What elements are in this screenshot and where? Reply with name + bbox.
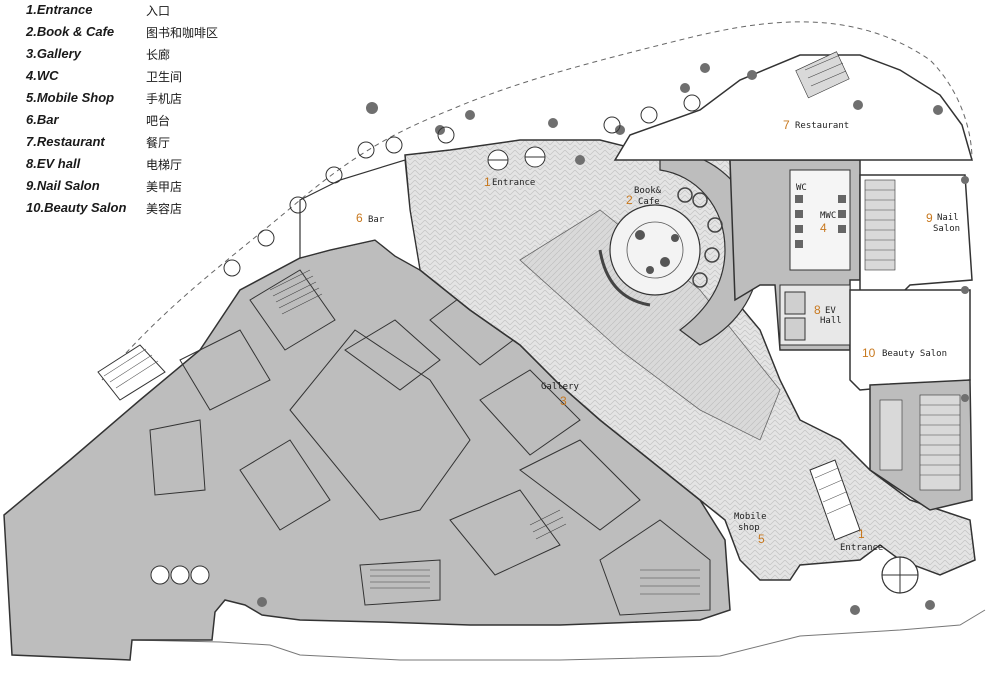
plan-label-book-cafe: Book& 2 Cafe — [626, 186, 662, 207]
svg-text:Mobile: Mobile — [734, 512, 767, 522]
svg-text:3: 3 — [560, 394, 567, 408]
gallery-band — [519, 209, 781, 441]
legend-item-bar: 6.Bar 吧台 — [26, 112, 236, 134]
svg-text:6: 6 — [356, 211, 363, 225]
legend-item-book-cafe: 2.Book & Cafe 图书和咖啡区 — [26, 24, 236, 46]
plan-label-ev-hall: 8 EV Hall — [814, 303, 842, 326]
legend-item-restaurant: 7.Restaurant 餐厅 — [26, 134, 236, 156]
stair-block-lines — [879, 394, 961, 491]
elevator-1 — [784, 291, 806, 315]
plan-label-entrance-top: 1 Entrance — [484, 175, 535, 189]
svg-text:Cafe: Cafe — [638, 197, 660, 207]
legend-label-zh: 美容店 — [146, 202, 183, 216]
svg-text:5: 5 — [758, 532, 765, 546]
legend-label-en: 2.Book & Cafe — [26, 24, 115, 39]
svg-text:WC: WC — [796, 183, 807, 193]
svg-text:Gallery: Gallery — [541, 382, 580, 392]
legend-label-en: 7.Restaurant — [26, 134, 105, 149]
svg-text:Entrance: Entrance — [492, 178, 535, 188]
svg-text:4: 4 — [820, 221, 827, 235]
plan-label-restaurant: 7 Restaurant — [783, 118, 849, 132]
legend-item-nail-salon: 9.Nail Salon 美甲店 — [26, 178, 236, 200]
escalator-entrance — [809, 459, 861, 541]
legend-item-entrance: 1.Entrance 入口 — [26, 2, 236, 24]
svg-text:Salon: Salon — [933, 224, 960, 234]
svg-text:EV: EV — [825, 306, 836, 316]
svg-text:Book&: Book& — [634, 186, 662, 196]
svg-text:shop: shop — [738, 523, 760, 533]
legend-label-zh: 吧台 — [146, 114, 171, 128]
legend-label-zh: 手机店 — [146, 92, 183, 106]
legend-label-en: 4.WC — [26, 68, 59, 83]
legend-label-en: 3.Gallery — [26, 46, 81, 61]
legend-label-zh: 卫生间 — [146, 70, 183, 84]
svg-text:Hall: Hall — [820, 316, 842, 326]
plan-label-entrance-bottom: 1 Entrance — [840, 527, 883, 553]
legend-label-zh: 图书和咖啡区 — [146, 26, 219, 40]
legend-label-en: 8.EV hall — [26, 156, 81, 171]
plan-label-gallery: Gallery 3 — [541, 382, 580, 408]
wc-fixtures — [795, 195, 846, 248]
elevator-2 — [784, 317, 806, 341]
svg-text:8: 8 — [814, 303, 821, 317]
plan-label-wc: WC MWC 4 — [796, 183, 836, 235]
legend-label-zh: 美甲店 — [146, 180, 183, 194]
svg-text:7: 7 — [783, 118, 790, 132]
legend-label-en: 10.Beauty Salon — [26, 200, 127, 215]
legend-item-beauty-salon: 10.Beauty Salon 美容店 — [26, 200, 236, 222]
svg-text:Entrance: Entrance — [840, 543, 883, 553]
plan-label-nail-salon: 9 Nail Salon — [926, 211, 960, 234]
svg-text:1: 1 — [858, 527, 865, 541]
restaurant-room — [613, 54, 973, 161]
beauty-salon-room — [849, 289, 971, 391]
svg-text:10: 10 — [862, 346, 876, 360]
legend-label-en: 1.Entrance — [26, 2, 93, 17]
wc-room — [789, 169, 851, 271]
legend-label-zh: 长廊 — [146, 48, 171, 62]
legend-label-zh: 入口 — [146, 4, 171, 18]
revolving-door-top — [487, 146, 546, 171]
svg-text:1: 1 — [484, 175, 491, 189]
svg-text:Restaurant: Restaurant — [795, 121, 849, 131]
legend-label-en: 5.Mobile Shop — [26, 90, 115, 105]
legend-label-zh: 餐厅 — [146, 136, 171, 150]
legend-label-en: 6.Bar — [26, 112, 59, 127]
svg-text:Bar: Bar — [368, 215, 385, 225]
site-edge-bottom — [129, 609, 986, 661]
bar-room — [299, 159, 421, 272]
plan-label-bar: 6 Bar — [356, 211, 385, 225]
svg-text:2: 2 — [626, 193, 633, 207]
plan-label-mobile-shop: Mobile shop 5 — [734, 512, 767, 546]
svg-text:9: 9 — [926, 211, 933, 225]
svg-text:MWC: MWC — [820, 211, 836, 221]
revolving-door-bottom — [150, 565, 210, 585]
escalator-west — [97, 344, 166, 401]
site-boundary — [101, 21, 973, 381]
outdoor-tables — [223, 94, 701, 277]
legend-item-gallery: 3.Gallery 长廊 — [26, 46, 236, 68]
stair-hatching — [269, 269, 700, 595]
legend-item-ev-hall: 8.EV hall 电梯厅 — [26, 156, 236, 178]
legend-label-en: 9.Nail Salon — [26, 178, 100, 193]
restaurant-stairs — [795, 51, 850, 99]
legend-item-wc: 4.WC 卫生间 — [26, 68, 236, 90]
nail-salon-stairs — [864, 179, 896, 271]
svg-text:Beauty Salon: Beauty Salon — [882, 349, 947, 359]
plan-label-beauty-salon: 10 Beauty Salon — [862, 346, 947, 360]
legend-item-mobile-shop: 5.Mobile Shop 手机店 — [26, 90, 236, 112]
legend-label-zh: 电梯厅 — [146, 158, 183, 172]
svg-text:Nail: Nail — [937, 213, 959, 223]
